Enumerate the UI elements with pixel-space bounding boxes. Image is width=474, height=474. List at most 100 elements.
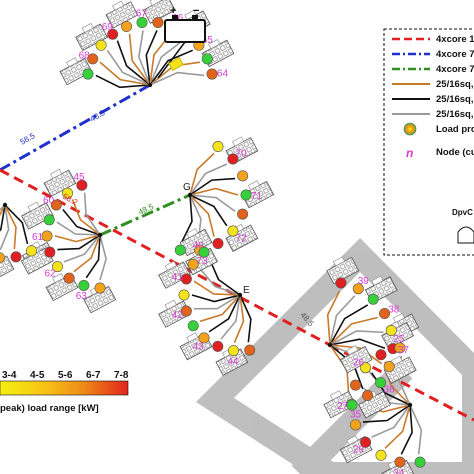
battery-plus: + (170, 5, 176, 17)
branch-line (83, 192, 101, 236)
load-circle (25, 245, 37, 257)
branch-line (329, 295, 356, 346)
load-circle (237, 170, 249, 182)
load-circle (198, 246, 210, 258)
branch-line (0, 204, 6, 232)
load-circle (227, 153, 239, 165)
load-circle (352, 283, 364, 295)
load-circle (136, 17, 148, 29)
load-circle (82, 68, 94, 80)
house-number: 40 (193, 240, 205, 251)
house-number: 71 (251, 191, 263, 202)
house-number: 29 (353, 445, 365, 456)
branch-line (189, 194, 215, 237)
load-circle (94, 282, 106, 294)
branch-line (239, 294, 252, 343)
load-circle (152, 17, 164, 29)
distance-label: 58.5 (19, 131, 37, 147)
branch-line (409, 404, 423, 455)
house-number: 44 (227, 357, 239, 368)
legend-row: Load pro (403, 122, 474, 136)
house-number: 37 (398, 345, 410, 356)
solar-panel-icon (59, 57, 93, 86)
load-circle (383, 361, 395, 373)
branch-line (63, 234, 101, 263)
house-number: 62 (44, 269, 56, 280)
house-number: 41 (172, 272, 184, 283)
load-circle (44, 246, 56, 258)
branch-line (208, 294, 241, 333)
load-circle (95, 39, 107, 51)
branch-line (180, 194, 193, 243)
colorbar-tick: 6-7 (86, 370, 101, 381)
solar-panel-icon (43, 168, 77, 197)
branch-lines (0, 30, 423, 455)
branch-line (329, 330, 384, 346)
load-circle (335, 277, 347, 289)
load-circle (367, 293, 379, 305)
house-number: 72 (236, 233, 248, 244)
house-number: 63 (76, 291, 88, 302)
branch-line (191, 294, 241, 303)
load-circle (212, 141, 224, 153)
branch-line (199, 268, 241, 296)
load-circle (240, 189, 252, 201)
house-number: 26 (353, 357, 365, 368)
load-circle (212, 340, 224, 352)
branch-line (384, 404, 411, 449)
load-circle (63, 272, 75, 284)
branch-line (99, 61, 151, 86)
load-circle (51, 261, 63, 273)
house-number: 36 (384, 385, 396, 396)
branch-line (329, 304, 369, 346)
house-number: 73 (196, 256, 208, 267)
load-circle (360, 362, 372, 374)
solar-panel-icon (0, 254, 15, 283)
branch-line (149, 71, 205, 86)
load-circle (121, 21, 133, 33)
house-number: 35 (350, 410, 362, 421)
legend-label: Load pro (436, 124, 474, 135)
branch-line (189, 194, 236, 213)
legend-row: 25/16sq, (392, 94, 474, 105)
branch-line (95, 74, 151, 89)
legend-dpv-label: DpvC (452, 208, 473, 217)
branch-line (233, 294, 245, 343)
load-circle (180, 305, 192, 317)
house-number: 43 (193, 342, 205, 353)
branch-line (128, 33, 151, 86)
branch-line (189, 177, 236, 196)
branch-line (400, 404, 413, 455)
load-circle (227, 345, 239, 357)
branch-line (54, 234, 101, 243)
load-circle (187, 320, 199, 332)
hub-node (237, 292, 243, 298)
load-circle (394, 342, 406, 354)
load-circle (379, 307, 391, 319)
branch-line (4, 204, 29, 245)
load-circle (362, 390, 374, 402)
solar-panel-icon (105, 0, 139, 29)
house-number: 61 (32, 232, 44, 243)
load-circle (174, 244, 186, 256)
branch-line (0, 204, 10, 251)
branch-line (189, 163, 228, 196)
house-number: 45 (73, 172, 85, 183)
legend-node-symbol: n (406, 146, 413, 160)
load-circle (375, 377, 387, 389)
house-number: 42 (172, 310, 184, 321)
load-circle (107, 28, 119, 40)
load-circle (227, 225, 239, 237)
house-number: 69 (102, 22, 114, 33)
branch-line (149, 40, 184, 86)
load-circle (385, 324, 397, 336)
branch-line (116, 40, 151, 86)
load-circle (349, 379, 361, 391)
branch-line (189, 194, 228, 227)
branch-line (57, 234, 101, 251)
load-circle (237, 208, 249, 220)
branch-line (189, 152, 215, 196)
legend-label: 25/16sq, (436, 79, 474, 90)
